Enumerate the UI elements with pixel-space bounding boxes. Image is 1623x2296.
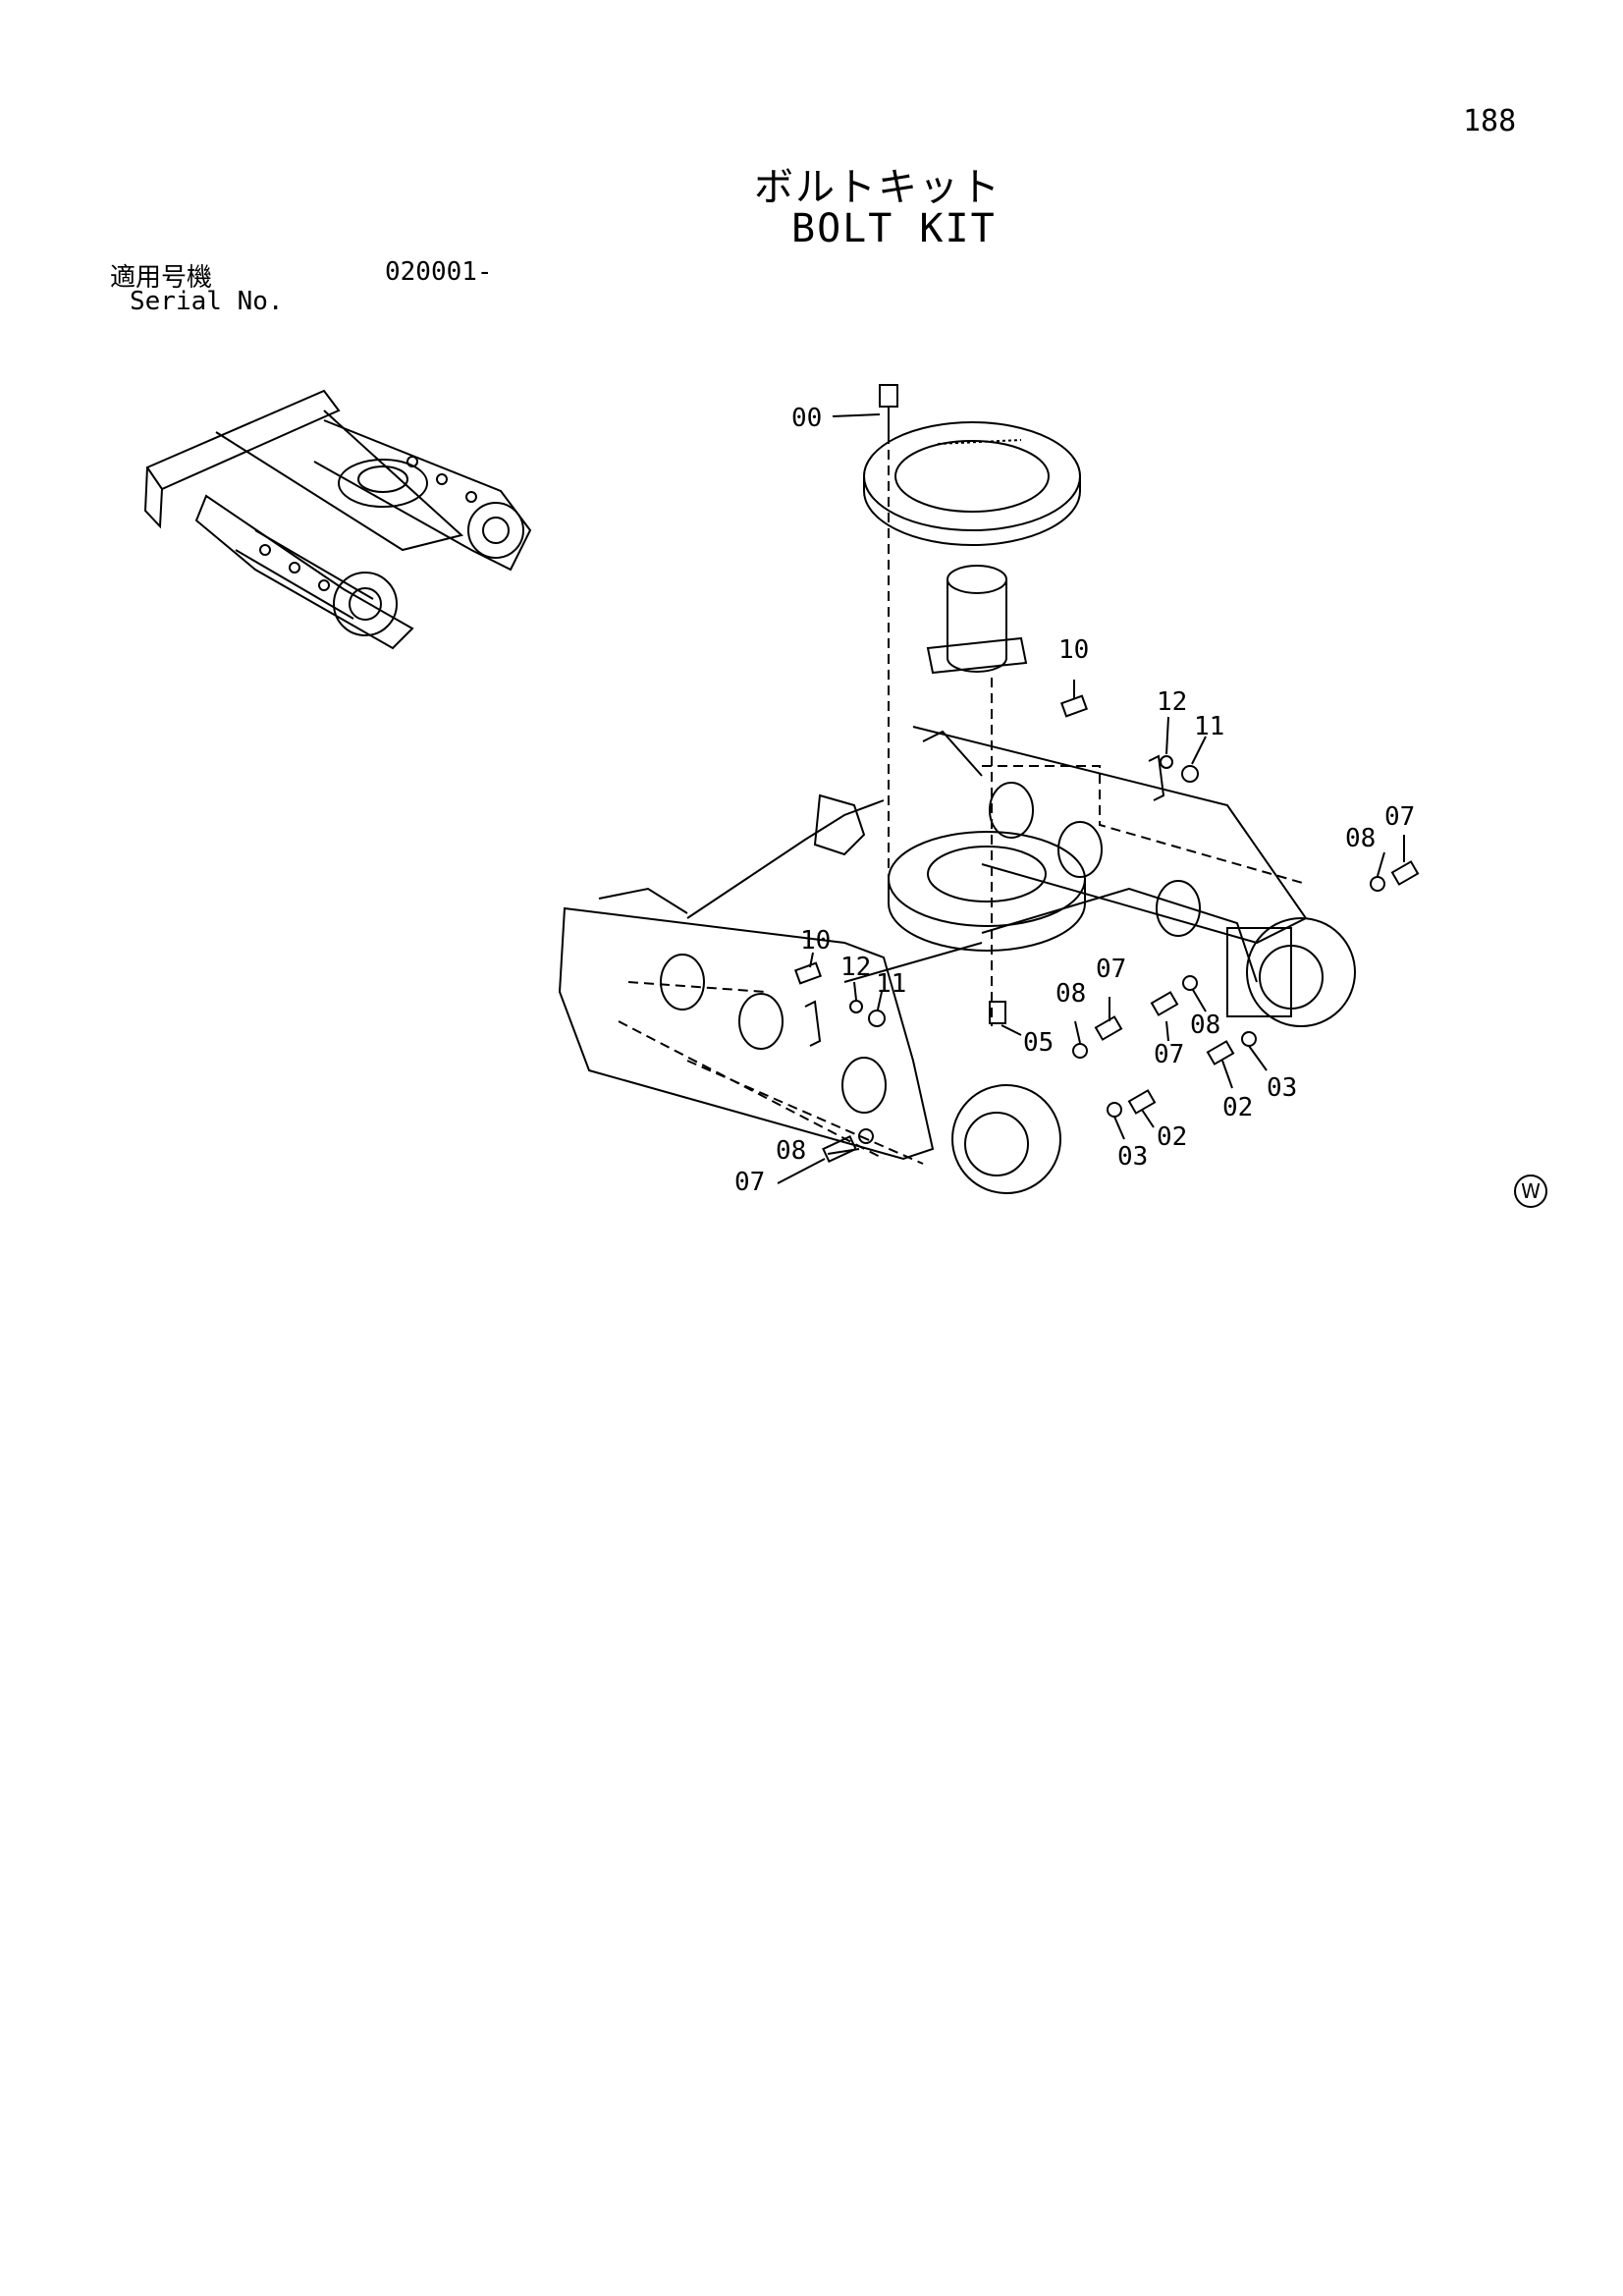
page-number: 188 (1463, 104, 1517, 138)
callout-08: 08 (1055, 979, 1086, 1009)
callout-08: 08 (776, 1136, 806, 1166)
callout-02: 02 (1222, 1093, 1253, 1122)
callout-08: 08 (1345, 824, 1376, 853)
callout-11: 11 (1194, 712, 1224, 741)
serial-number-value: 020001- (385, 257, 493, 287)
callout-03: 03 (1267, 1073, 1297, 1103)
callout-10: 10 (800, 926, 831, 956)
callout-12: 12 (1157, 687, 1187, 717)
fastener-glyphs (793, 694, 1420, 1164)
callout-07: 07 (1096, 955, 1126, 984)
callout-03: 03 (1117, 1142, 1148, 1172)
callout-05: 05 (1023, 1028, 1054, 1058)
callout-12: 12 (840, 953, 871, 982)
overview-illustration (143, 389, 532, 650)
callout-00: 00 (791, 404, 822, 433)
callout-07: 07 (1154, 1040, 1184, 1069)
serial-label-english: Serial No. (130, 287, 284, 316)
callout-labels: 00 10 12 11 08 07 10 12 11 08 07 05 08 0… (734, 404, 1415, 1197)
page-title-japanese: ボルトキット (754, 165, 1001, 210)
w-circle-mark: W (1514, 1175, 1547, 1208)
callout-02: 02 (1157, 1122, 1187, 1152)
callout-07: 07 (734, 1168, 765, 1197)
leader-lines (777, 413, 1405, 1184)
main-exploded-view (558, 384, 1356, 1194)
callout-08: 08 (1190, 1011, 1220, 1040)
callout-11: 11 (876, 969, 906, 999)
serial-label-japanese: 適用号機 (110, 263, 213, 293)
callout-07: 07 (1384, 802, 1415, 832)
page-title-english: BOLT KIT (791, 206, 997, 251)
callout-10: 10 (1058, 635, 1089, 665)
